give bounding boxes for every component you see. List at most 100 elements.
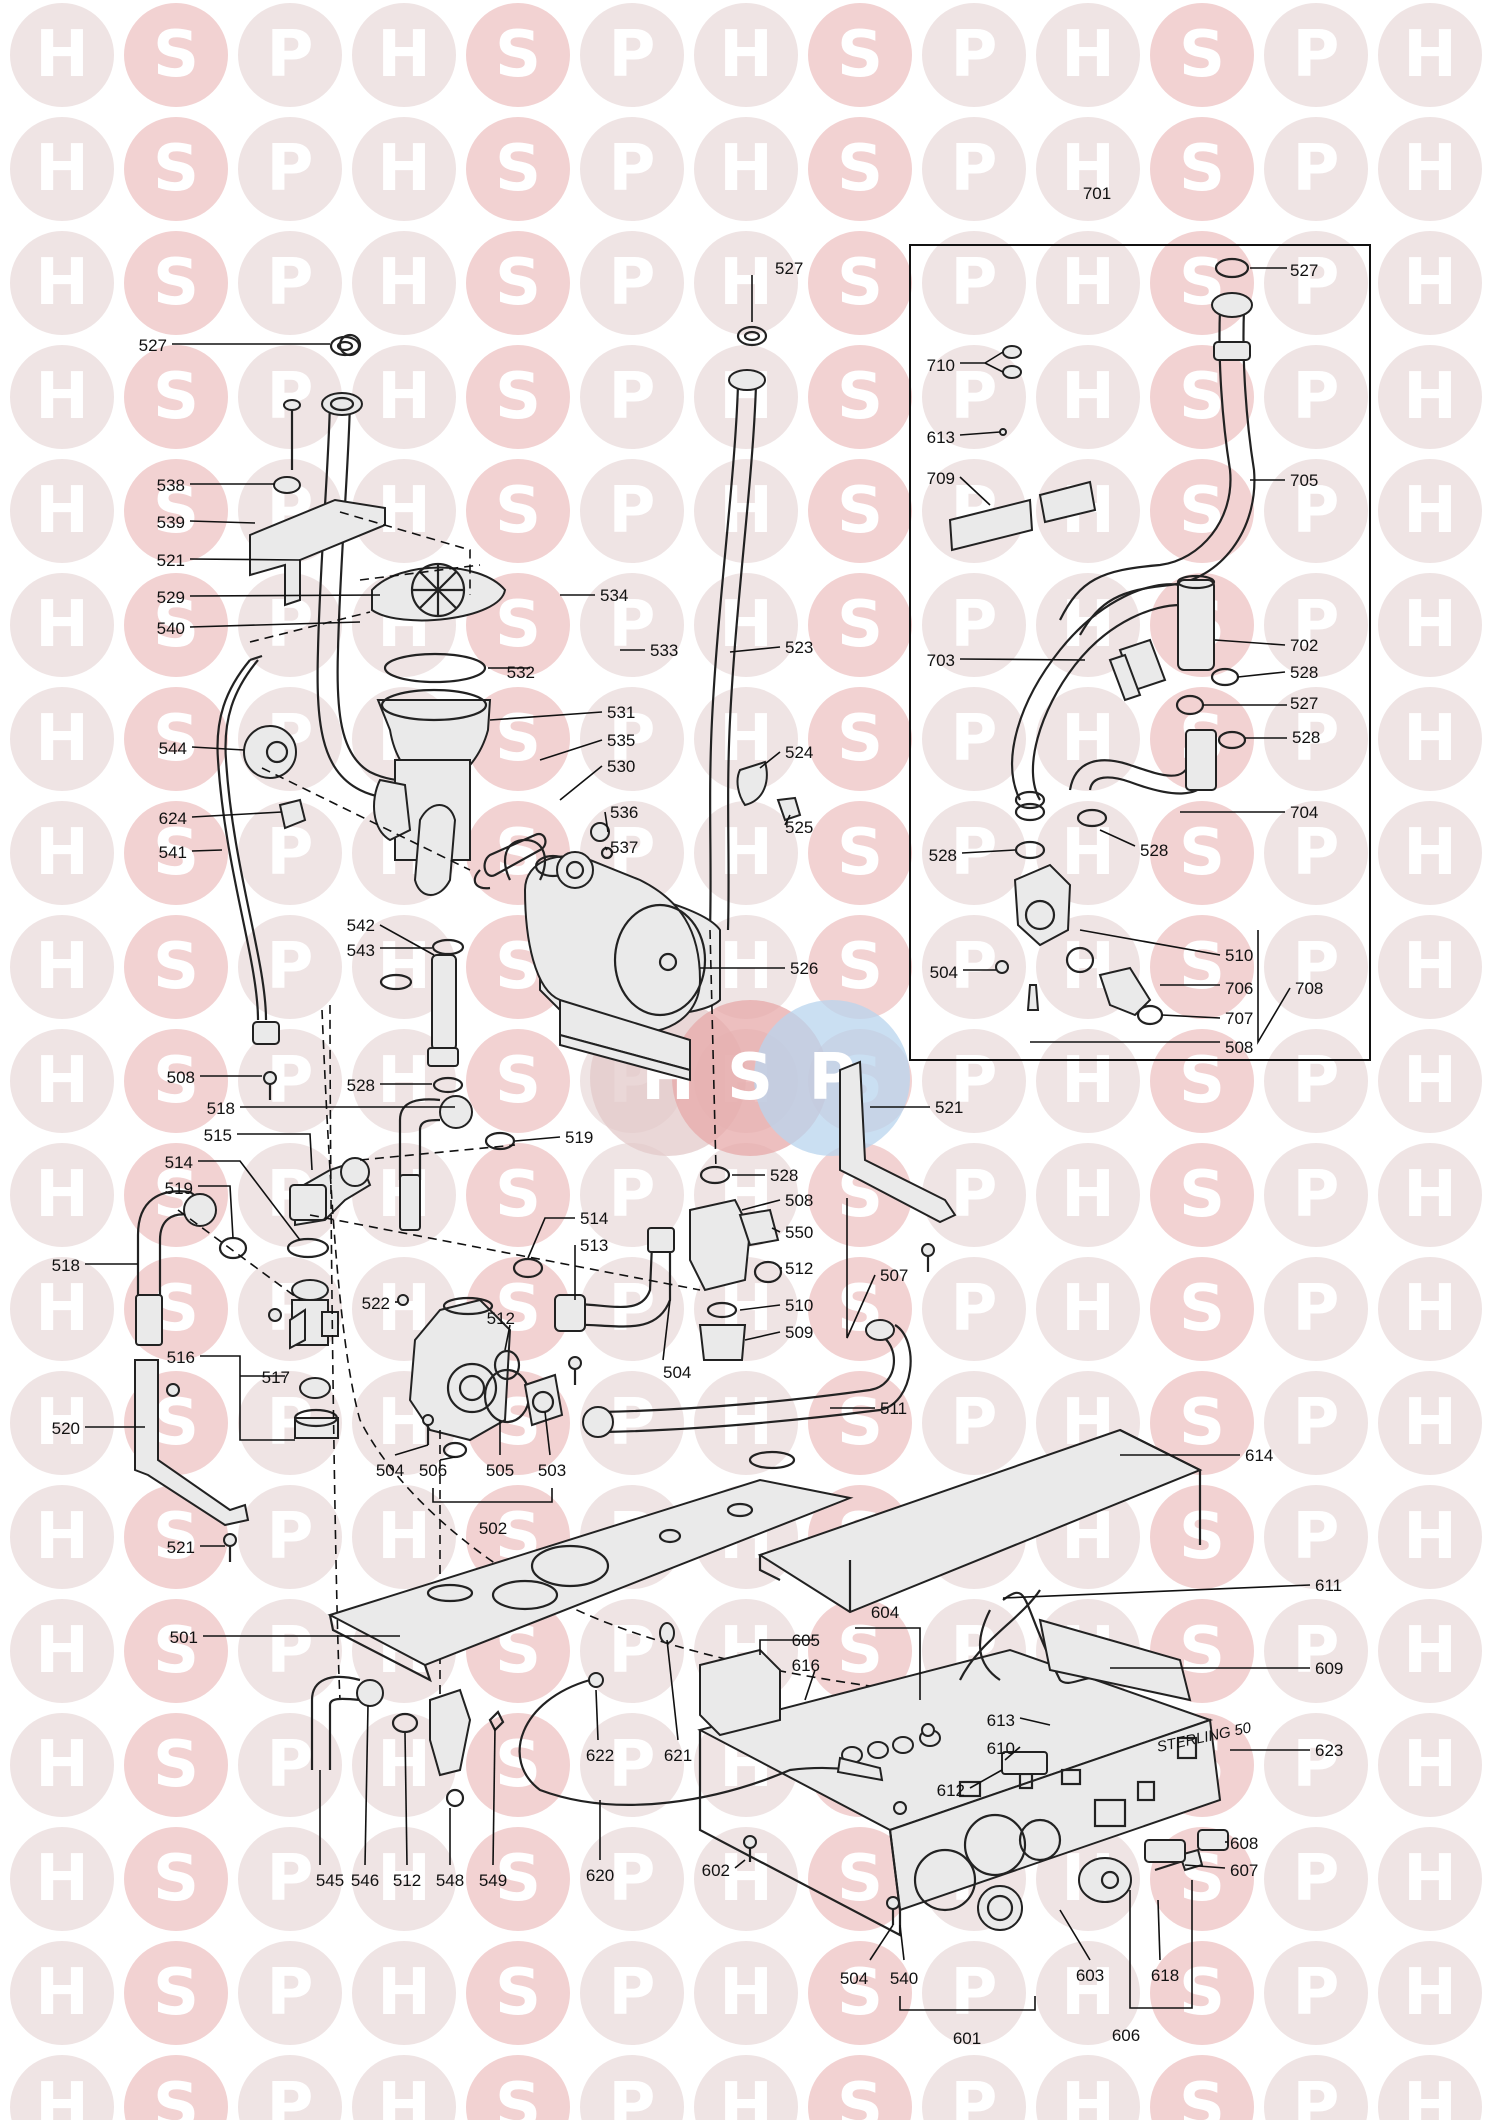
callout-532: 532 xyxy=(507,663,535,682)
svg-text:P: P xyxy=(951,1956,998,2030)
callout-528a: 528 xyxy=(347,1076,375,1095)
callout-605: 605 xyxy=(792,1631,820,1650)
leader-703 xyxy=(959,658,1086,661)
leader-521a xyxy=(189,558,301,561)
callout-531: 531 xyxy=(607,703,635,722)
callout-614: 614 xyxy=(1245,1446,1273,1465)
svg-text:S: S xyxy=(1179,1956,1225,2030)
callout-602: 602 xyxy=(702,1861,730,1880)
svg-text:S: S xyxy=(837,18,883,92)
pipe-513 xyxy=(512,1227,675,1332)
callout-611: 611 xyxy=(1315,1576,1342,1595)
callout-521b: 521 xyxy=(935,1098,963,1117)
svg-text:S: S xyxy=(153,1614,199,1688)
svg-text:P: P xyxy=(951,246,998,320)
svg-text:P: P xyxy=(267,18,314,92)
svg-text:S: S xyxy=(495,246,541,320)
component-drawing: STERLING 50 xyxy=(52,184,1371,2048)
callout-513: 513 xyxy=(580,1236,608,1255)
svg-text:S: S xyxy=(495,1956,541,2030)
assembly-code: 701 xyxy=(1083,184,1111,203)
svg-text:H: H xyxy=(377,1956,431,2030)
callout-506: 506 xyxy=(419,1461,447,1480)
svg-text:S: S xyxy=(495,2070,541,2120)
svg-text:H: H xyxy=(1403,1956,1457,2030)
svg-text:H: H xyxy=(35,474,89,548)
svg-text:H: H xyxy=(1061,816,1115,890)
svg-text:P: P xyxy=(609,2070,656,2120)
callout-545: 545 xyxy=(316,1871,344,1890)
svg-text:H: H xyxy=(1403,1728,1457,1802)
svg-text:S: S xyxy=(1179,930,1225,1004)
svg-text:P: P xyxy=(609,1272,656,1346)
callout-521c: 521 xyxy=(167,1538,195,1557)
svg-text:P: P xyxy=(951,1044,998,1118)
svg-text:H: H xyxy=(35,702,89,776)
clip-524 xyxy=(736,760,768,807)
callout-530: 530 xyxy=(607,757,635,776)
svg-text:P: P xyxy=(1293,18,1340,92)
svg-text:P: P xyxy=(267,2070,314,2120)
callout-613a: 613 xyxy=(987,1711,1015,1730)
svg-text:S: S xyxy=(1179,360,1225,434)
svg-text:H: H xyxy=(1403,1500,1457,1574)
callout-520: 520 xyxy=(52,1419,80,1438)
callout-510a: 510 xyxy=(785,1296,813,1315)
svg-text:S: S xyxy=(1179,2070,1225,2120)
bracket-539 xyxy=(249,399,386,607)
svg-text:S: S xyxy=(837,702,883,776)
callout-546: 546 xyxy=(351,1871,379,1890)
callout-616: 616 xyxy=(792,1656,820,1675)
svg-text:H: H xyxy=(377,930,431,1004)
svg-text:P: P xyxy=(1293,1272,1340,1346)
svg-text:P: P xyxy=(267,930,314,1004)
callout-710: 710 xyxy=(927,356,955,375)
leader-613a xyxy=(1019,1717,1051,1726)
svg-text:P: P xyxy=(609,474,656,548)
svg-text:H: H xyxy=(719,132,773,206)
svg-text:H: H xyxy=(377,1728,431,1802)
thermostats-604 xyxy=(841,1723,941,1764)
svg-text:P: P xyxy=(609,18,656,92)
svg-text:S: S xyxy=(837,816,883,890)
leader-542 xyxy=(379,924,435,956)
leader-523 xyxy=(729,646,781,653)
leader-549 xyxy=(492,1727,496,1866)
svg-text:P: P xyxy=(1293,2070,1340,2120)
svg-text:S: S xyxy=(153,1044,199,1118)
svg-text:S: S xyxy=(153,360,199,434)
svg-text:S: S xyxy=(1179,816,1225,890)
svg-text:H: H xyxy=(1403,930,1457,1004)
svg-text:H: H xyxy=(1403,702,1457,776)
callout-540b: 540 xyxy=(890,1969,918,1988)
leader-606 xyxy=(1129,1880,1193,2009)
callout-528d: 528 xyxy=(1292,728,1320,747)
inset-701-parts xyxy=(948,257,1256,1026)
svg-text:S: S xyxy=(1179,1614,1225,1688)
svg-text:H: H xyxy=(1061,18,1115,92)
leader-601 xyxy=(899,1996,1036,2011)
svg-text:P: P xyxy=(1293,1728,1340,1802)
svg-text:S: S xyxy=(153,1956,199,2030)
svg-text:P: P xyxy=(609,1842,656,1916)
svg-text:H: H xyxy=(1061,702,1115,776)
callout-504c: 504 xyxy=(840,1969,868,1988)
leader-504a xyxy=(662,1299,671,1361)
callout-603: 603 xyxy=(1076,1966,1104,1985)
svg-text:P: P xyxy=(951,132,998,206)
svg-text:S: S xyxy=(153,588,199,662)
leader-519a xyxy=(198,1185,234,1239)
svg-text:S: S xyxy=(495,1044,541,1118)
svg-text:P: P xyxy=(609,1386,656,1460)
svg-text:H: H xyxy=(35,816,89,890)
callout-549: 549 xyxy=(479,1871,507,1890)
svg-text:H: H xyxy=(1061,1044,1115,1118)
casing-614 xyxy=(757,1428,1203,1614)
callout-510b: 510 xyxy=(1225,946,1253,965)
callout-706: 706 xyxy=(1225,979,1253,998)
leader-611 xyxy=(1002,1584,1311,1599)
callout-622: 622 xyxy=(586,1746,614,1765)
callout-512a: 512 xyxy=(785,1259,813,1278)
callout-543: 543 xyxy=(347,941,375,960)
svg-text:H: H xyxy=(1403,2070,1457,2120)
